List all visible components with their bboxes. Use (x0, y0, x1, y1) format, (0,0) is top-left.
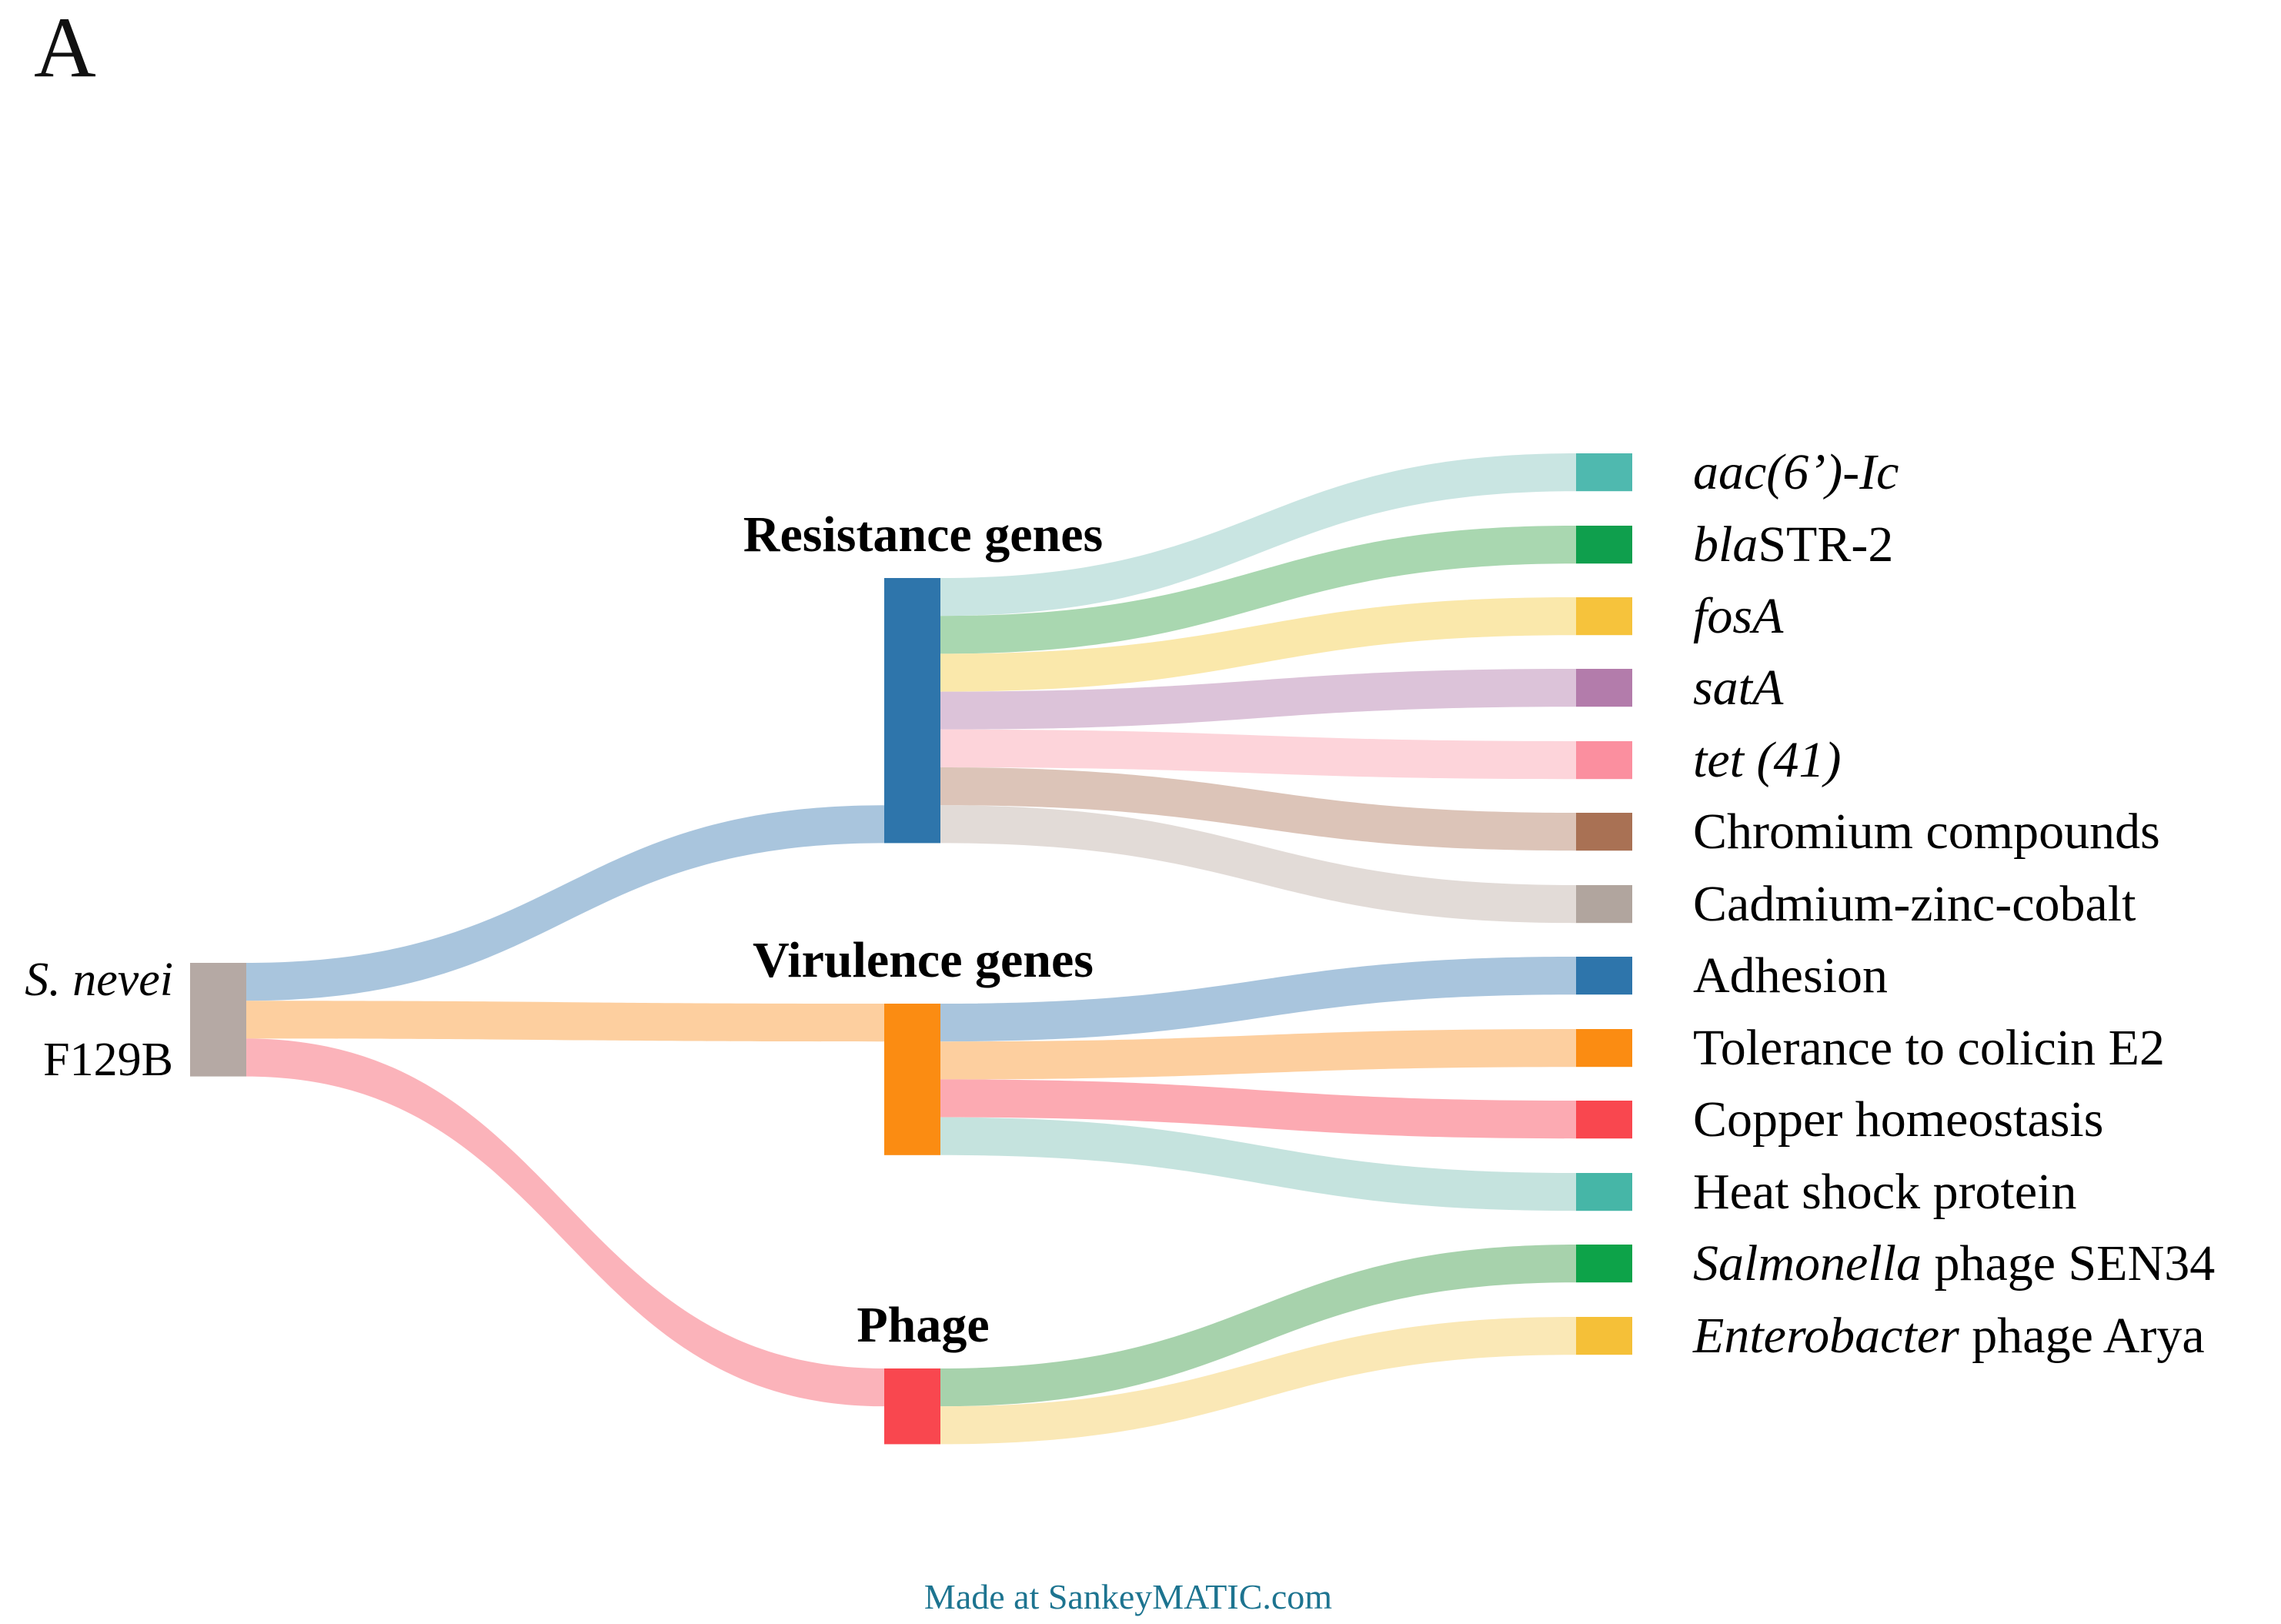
flow-s_nevei-to-resistance (246, 805, 884, 1001)
flow-resistance-to-bla (940, 526, 1576, 654)
flow-virulence-to-tolerance (940, 1029, 1576, 1080)
node-label-bla: blaSTR-2 (1693, 516, 1893, 574)
node-label-chromium: Chromium compounds (1693, 803, 2160, 861)
label-text: phage SEN34 (1921, 1235, 2216, 1292)
node-s_nevei (190, 963, 246, 1077)
node-label-phage: Phage (857, 1296, 989, 1355)
node-label-tolerance: Tolerance to colicin E2 (1693, 1019, 2165, 1078)
label-text-italic: Enterobacter (1693, 1307, 1959, 1364)
label-text-italic: aac(6’)-Ic (1693, 443, 1899, 500)
label-text: Tolerance to colicin E2 (1693, 1019, 2165, 1076)
label-text: phage Arya (1959, 1307, 2205, 1364)
node-phage (884, 1368, 940, 1445)
flow-s_nevei-to-phage (246, 1038, 884, 1407)
node-bla (1576, 526, 1632, 564)
flow-resistance-to-cadmium (940, 805, 1576, 924)
label-text-italic: tet (41) (1693, 731, 1842, 788)
flow-phage-to-sen34 (940, 1245, 1576, 1407)
node-heat (1576, 1173, 1632, 1211)
flow-resistance-to-satA (940, 669, 1576, 730)
node-label-sen34: Salmonella phage SEN34 (1693, 1235, 2215, 1293)
label-text: Copper homeostasis (1693, 1091, 2104, 1148)
figure-panel-label: A (34, 0, 96, 95)
node-label-resistance: Resistance genes (743, 506, 1103, 564)
label-text: Virulence genes (753, 932, 1094, 988)
label-text: Cadmium-zinc-cobalt (1693, 875, 2136, 932)
node-label-virulence: Virulence genes (753, 931, 1094, 990)
flow-resistance-to-aac (940, 453, 1576, 617)
flow-resistance-to-tet41 (940, 729, 1576, 780)
node-label-cadmium: Cadmium-zinc-cobalt (1693, 875, 2136, 934)
node-label-heat: Heat shock protein (1693, 1163, 2077, 1221)
node-fosA (1576, 597, 1632, 636)
flow-resistance-to-fosA (940, 597, 1576, 692)
node-label-copper: Copper homeostasis (1693, 1091, 2103, 1149)
label-text: Adhesion (1693, 947, 1888, 1004)
label-text-italic: fosA (1693, 587, 1784, 644)
node-label-aac: aac(6’)-Ic (1693, 443, 1899, 502)
label-text: F129B (43, 1033, 173, 1086)
node-label-adhesion: Adhesion (1693, 947, 1888, 1005)
node-resistance (884, 578, 940, 844)
flow-virulence-to-copper (940, 1079, 1576, 1139)
label-text: Phage (857, 1297, 990, 1353)
node-tolerance (1576, 1029, 1632, 1068)
flow-s_nevei-to-virulence (246, 1001, 884, 1042)
node-label-fosA: fosA (1693, 587, 1783, 646)
label-text-italic: S. nevei (25, 953, 173, 1006)
label-text-italic: Salmonella (1693, 1235, 1922, 1292)
flow-resistance-to-chromium (940, 767, 1576, 851)
node-satA (1576, 669, 1632, 707)
flow-virulence-to-heat (940, 1117, 1576, 1211)
label-text: Chromium compounds (1693, 803, 2160, 860)
label-text-italic: bla (1693, 516, 1758, 573)
label-text-italic: satA (1693, 659, 1784, 716)
node-adhesion (1576, 957, 1632, 995)
label-text: Resistance genes (743, 506, 1104, 563)
flow-phage-to-arya (940, 1317, 1576, 1445)
node-label-satA: satA (1693, 659, 1783, 717)
node-label-arya: Enterobacter phage Arya (1693, 1307, 2205, 1365)
label-text: Heat shock protein (1693, 1163, 2077, 1220)
node-label-tet41: tet (41) (1693, 731, 1841, 790)
node-arya (1576, 1317, 1632, 1355)
node-virulence (884, 1004, 940, 1155)
node-tet41 (1576, 741, 1632, 780)
node-aac (1576, 453, 1632, 492)
flow-virulence-to-adhesion (940, 957, 1576, 1042)
label-text: STR-2 (1758, 516, 1894, 573)
sankeymatic-credit: Made at SankeyMATIC.com (923, 1577, 1333, 1616)
node-chromium (1576, 813, 1632, 851)
node-sen34 (1576, 1245, 1632, 1283)
node-copper (1576, 1101, 1632, 1139)
node-cadmium (1576, 885, 1632, 924)
